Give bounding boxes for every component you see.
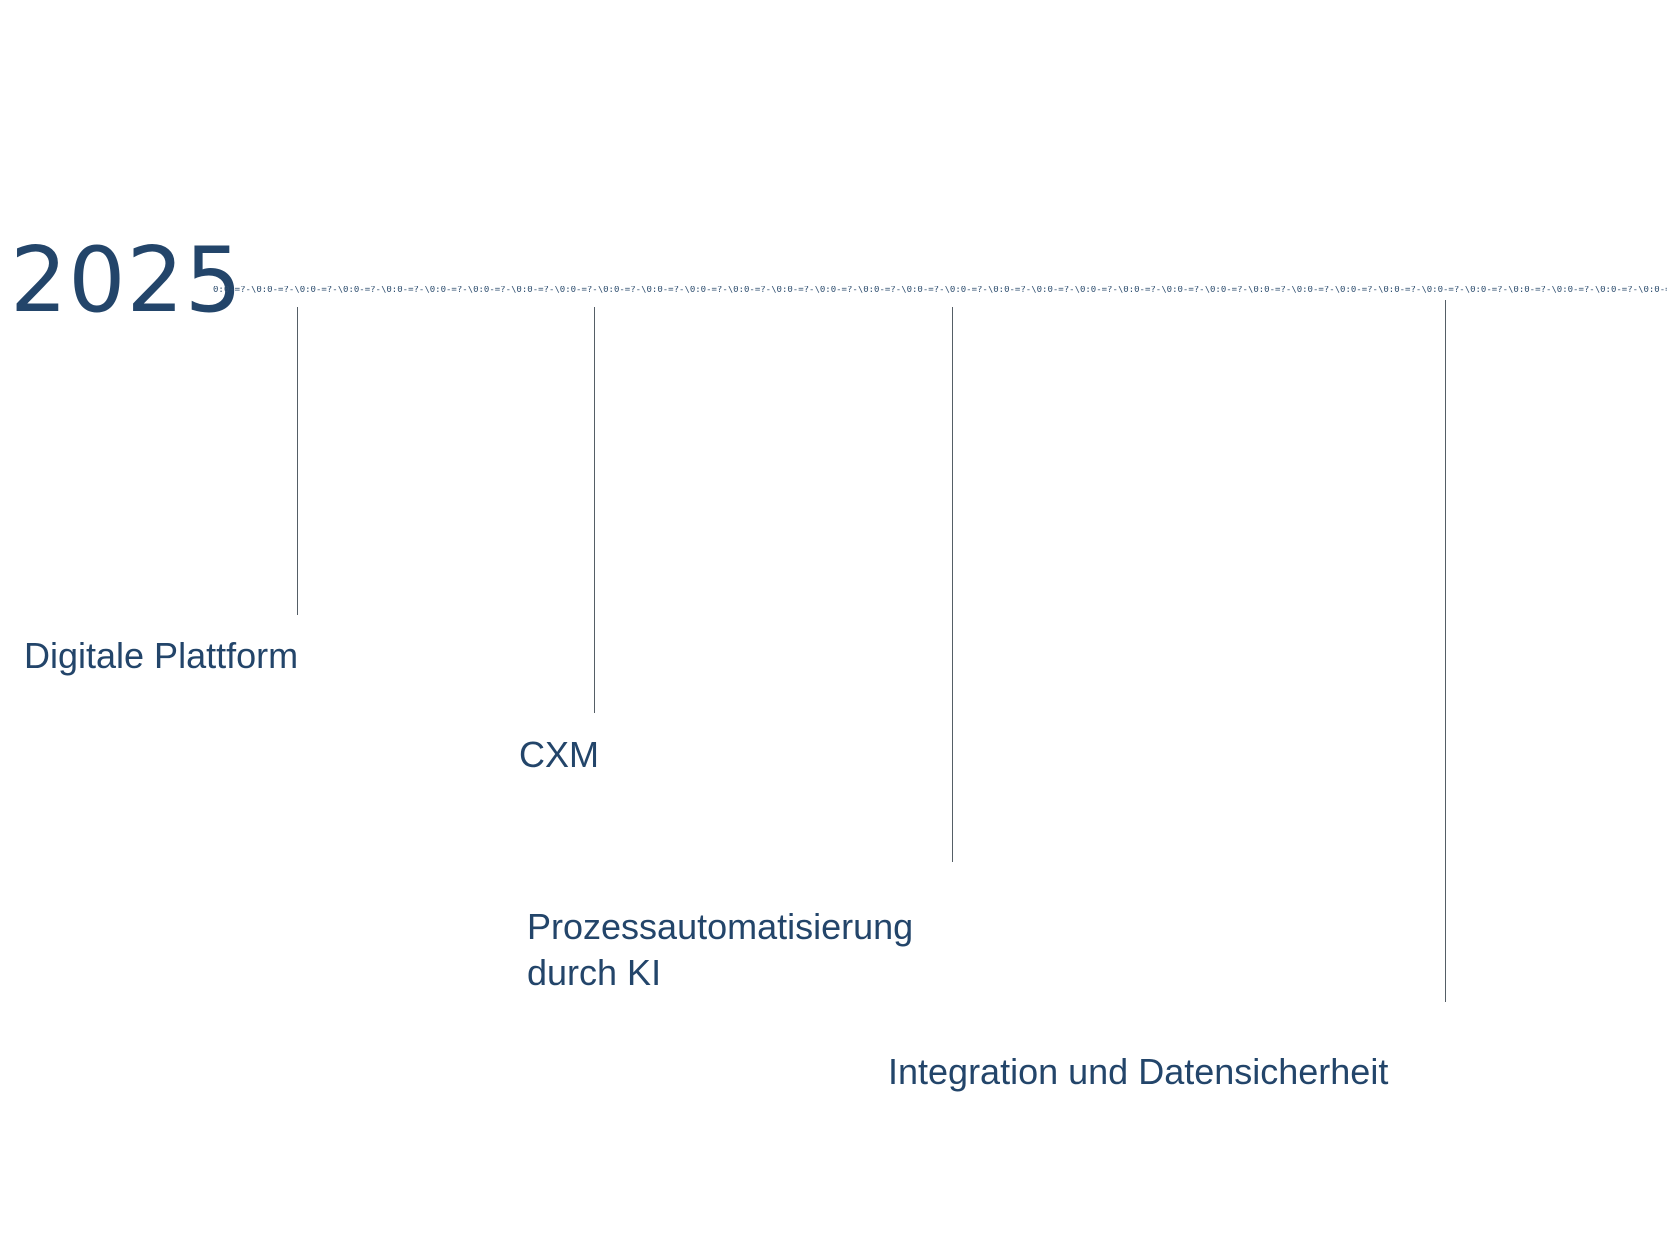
milestone-connector-digitale-plattform (297, 307, 298, 615)
milestone-connector-integration (1445, 300, 1446, 1002)
milestone-label-prozessautomatisierung: Prozessautomatisierung durch KI (527, 904, 913, 996)
timeline-year: 2025 (10, 228, 244, 333)
timeline-axis-pattern: 0:0-=?-\0:0-=?-\0:0-=?-\0:0-=?-\0:0-=?-\… (213, 286, 1667, 295)
milestone-label-integration: Integration und Datensicherheit (888, 1051, 1389, 1092)
milestone-label-line-2: durch KI (527, 952, 662, 993)
milestone-label-line-1: Prozessautomatisierung (527, 906, 914, 947)
milestone-connector-cxm (594, 307, 595, 713)
milestone-connector-prozessautomatisierung (952, 307, 953, 862)
milestone-label-digitale-plattform: Digitale Plattform (24, 635, 299, 676)
milestone-label-cxm: CXM (519, 734, 599, 775)
